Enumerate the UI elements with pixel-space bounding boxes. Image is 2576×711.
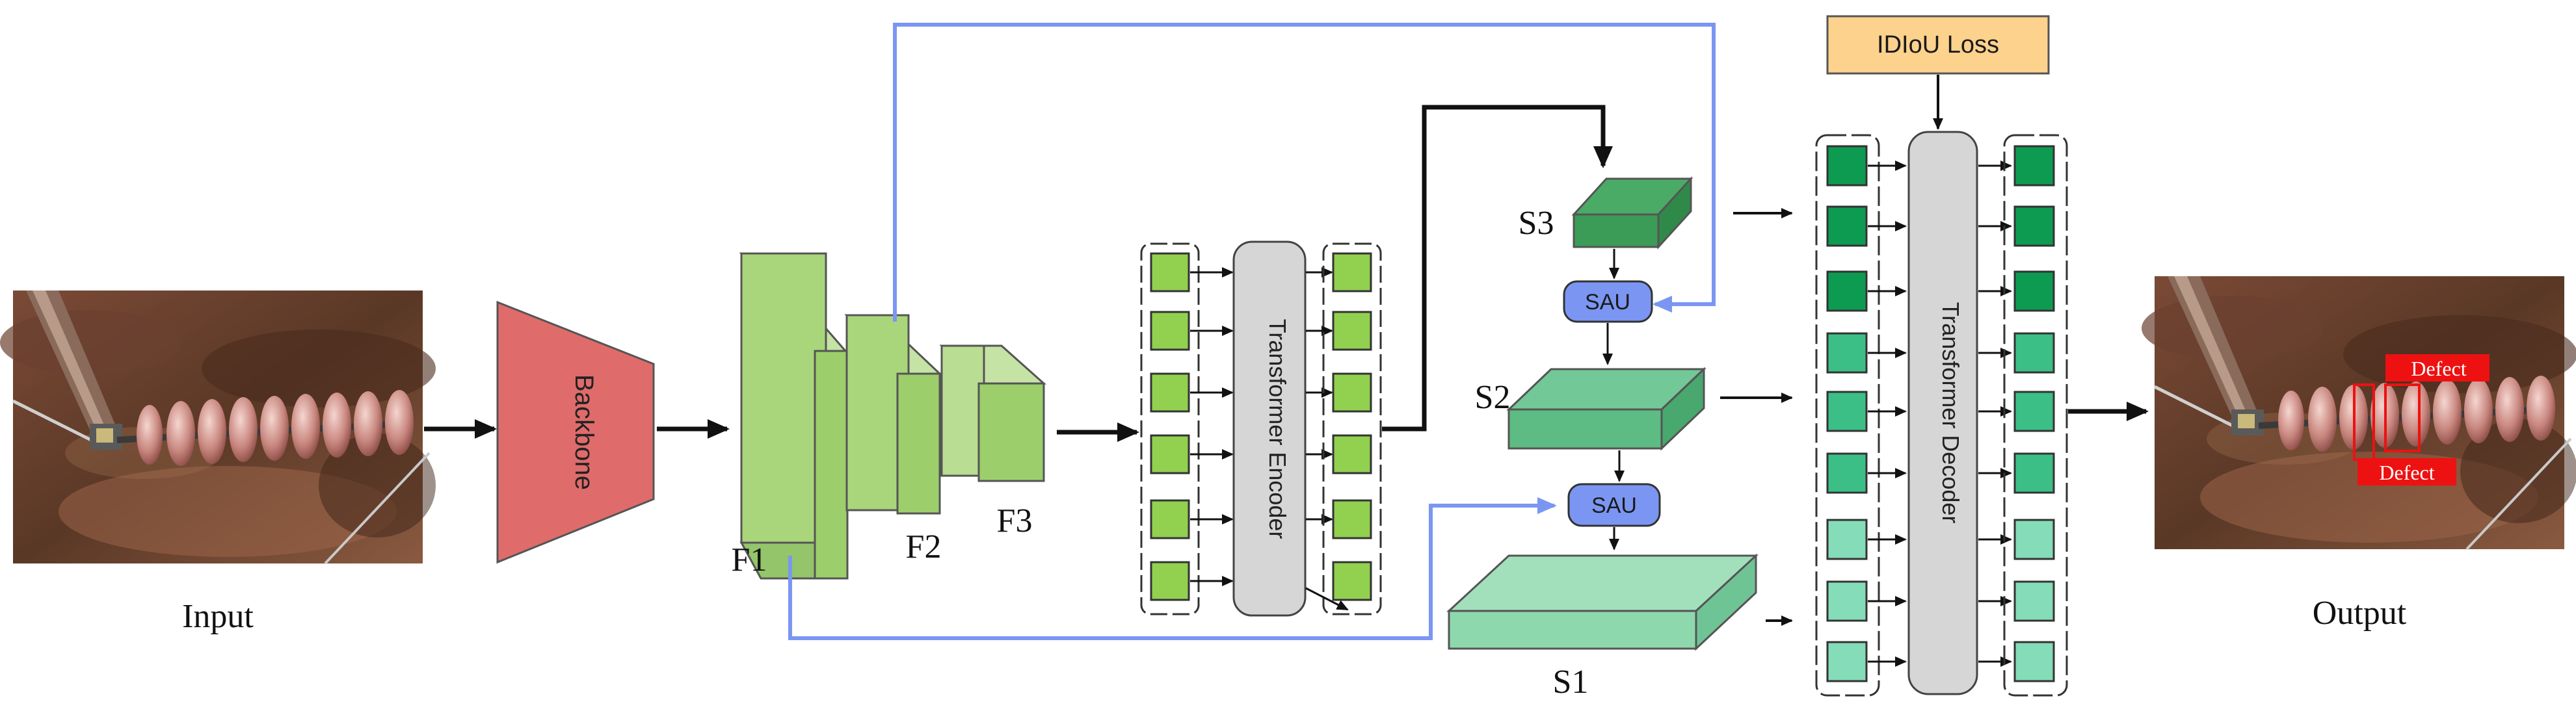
feature-map-f3 xyxy=(939,344,1046,482)
idiou-loss-label: IDIoU Loss xyxy=(1877,31,1999,58)
scale-block-s3 xyxy=(1571,176,1693,250)
f3-label: F3 xyxy=(997,502,1033,539)
input-image xyxy=(0,291,436,563)
s1-label: S1 xyxy=(1553,664,1589,701)
sau-block-bottom xyxy=(1567,483,1661,527)
transformer-decoder-block xyxy=(1907,131,1978,695)
defect-tag-bottom xyxy=(2357,458,2456,485)
skip-f1-to-sau-bottom xyxy=(788,497,1557,640)
scale-block-s2 xyxy=(1506,367,1706,451)
s3-label: S3 xyxy=(1519,205,1554,242)
defect-tag-bottom-label: Defect xyxy=(2379,461,2434,484)
feature-map-f2 xyxy=(844,314,942,515)
sau-top-label: SAU xyxy=(1585,290,1630,315)
encoder-output-arrows xyxy=(1306,267,1333,524)
scale-block-s1 xyxy=(1446,553,1759,651)
defect-tag-top-label: Defect xyxy=(2411,357,2466,380)
defect-tag-top xyxy=(2385,354,2490,381)
decoder-input-tokens xyxy=(1815,134,1880,697)
encoder-input-arrows xyxy=(1190,267,1234,586)
arrow-encoder-s3 xyxy=(1382,105,1613,432)
decoder-output-tokens xyxy=(2003,134,2068,697)
skip-f2-to-sau-top xyxy=(893,23,1716,322)
defect-box-2 xyxy=(2384,383,2421,452)
s2-label: S2 xyxy=(1475,379,1511,416)
sau-bottom-label: SAU xyxy=(1591,493,1637,518)
sau-block-top xyxy=(1563,280,1653,323)
decoder-output-arrows xyxy=(1978,161,2012,667)
backbone-block xyxy=(496,300,655,564)
backbone-label: Backbone xyxy=(570,374,598,490)
idiou-loss-box xyxy=(1826,15,2050,75)
f1-label: F1 xyxy=(732,541,767,578)
output-label: Output xyxy=(2313,595,2407,632)
transformer-encoder-block xyxy=(1232,240,1307,617)
encoder-diagonal-arrow xyxy=(1305,587,1349,611)
encoder-output-tokens xyxy=(1322,242,1382,615)
encoder-input-tokens xyxy=(1140,242,1200,615)
feature-map-f1 xyxy=(739,252,849,580)
f2-label: F2 xyxy=(906,528,942,565)
decoder-label: Transformer Decoder xyxy=(1937,302,1964,524)
output-image: Defect Defect xyxy=(2142,276,2576,549)
encoder-label: Transformer Encoder xyxy=(1264,319,1291,539)
decoder-input-arrows xyxy=(1868,161,1907,667)
input-label: Input xyxy=(182,598,254,635)
